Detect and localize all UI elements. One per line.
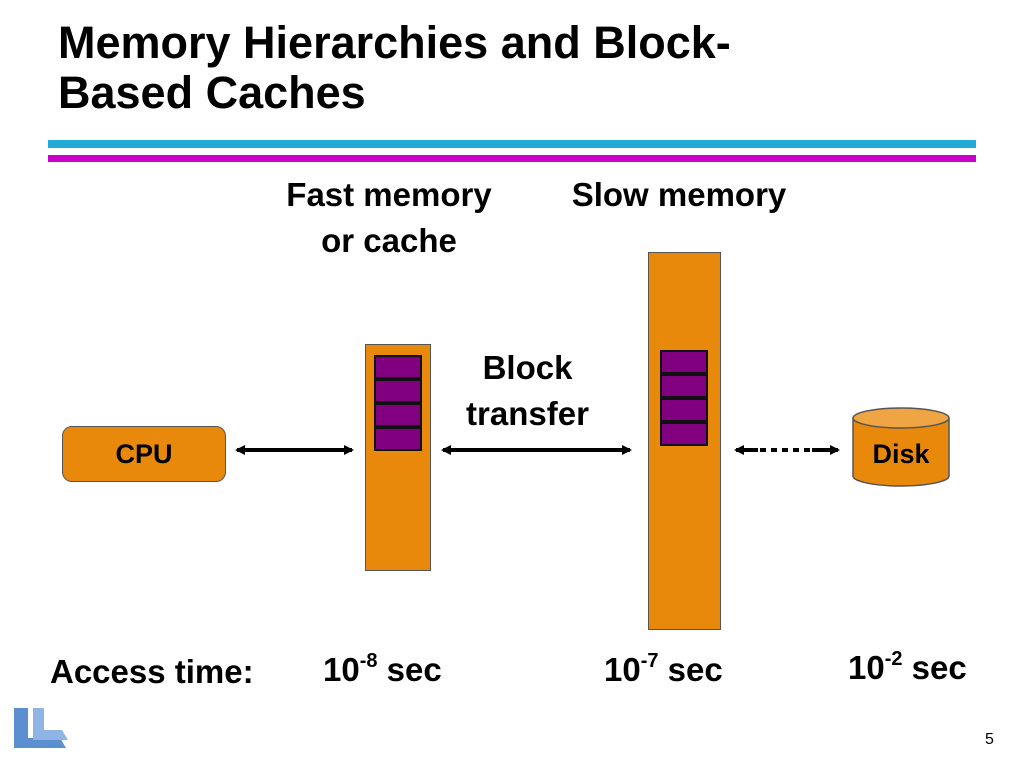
cpu-box: CPU <box>62 426 226 482</box>
slide-title-line2: Based Caches <box>58 67 366 118</box>
slide-title: Memory Hierarchies and Block- Based Cach… <box>58 18 958 118</box>
slow-access-exp: -7 <box>640 650 659 672</box>
fast-access-time: 10-8 sec <box>323 650 442 690</box>
memory-block <box>660 374 708 398</box>
cache-block <box>374 379 422 403</box>
fast-memory-label-line1: Fast memory <box>286 176 492 213</box>
block-transfer-label-line2: transfer <box>466 395 589 432</box>
fast-memory-label-line2: or cache <box>321 222 457 259</box>
fast-memory-label: Fast memory or cache <box>258 172 520 264</box>
disk-access-base: 10 <box>848 649 885 686</box>
cache-block <box>374 403 422 427</box>
access-time-label: Access time: <box>50 653 254 690</box>
memory-block <box>660 398 708 422</box>
block-transfer-label-line1: Block <box>482 349 573 386</box>
slow-access-base: 10 <box>604 651 641 688</box>
disk-access-exp: -2 <box>884 648 903 670</box>
page-number: 5 <box>985 731 994 748</box>
lab-logo-icon <box>14 708 68 748</box>
fast-access-exp: -8 <box>359 650 378 672</box>
fast-memory-blocks <box>374 355 422 451</box>
fast-access-unit: sec <box>377 651 442 688</box>
memory-block <box>660 350 708 374</box>
slow-access-unit: sec <box>658 651 723 688</box>
disk-label: Disk <box>872 439 930 469</box>
slide-title-line1: Memory Hierarchies and Block- <box>58 17 731 68</box>
cache-block <box>374 427 422 451</box>
title-rule-magenta <box>48 155 976 162</box>
slow-access-time: 10-7 sec <box>604 650 723 690</box>
title-rule-cyan <box>48 140 976 148</box>
block-transfer-label: Block transfer <box>440 345 615 437</box>
slow-memory-blocks <box>660 350 708 446</box>
fast-access-base: 10 <box>323 651 360 688</box>
cache-block <box>374 355 422 379</box>
disk-cylinder <box>852 407 950 487</box>
disk-access-time: 10-2 sec <box>848 648 967 688</box>
slow-memory-label: Slow memory <box>571 176 787 213</box>
disk-access-unit: sec <box>902 649 967 686</box>
memory-block <box>660 422 708 446</box>
